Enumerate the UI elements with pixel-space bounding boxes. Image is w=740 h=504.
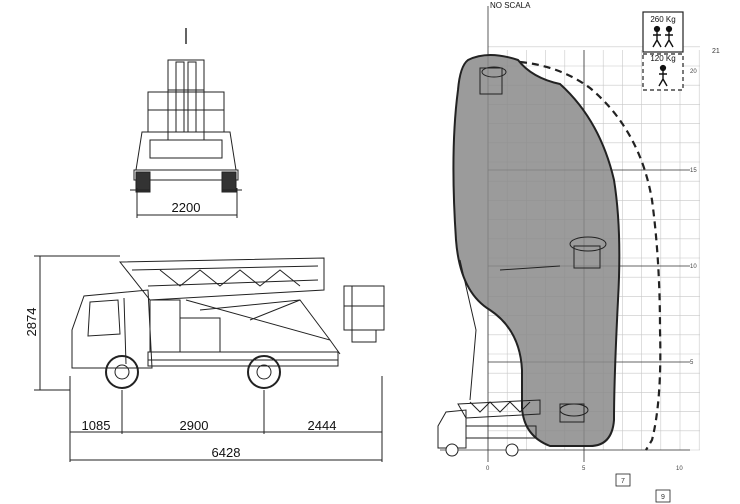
one-person-icon xyxy=(658,64,668,87)
wheelbase-label: 2900 xyxy=(180,418,209,433)
rear-overhang-label: 2444 xyxy=(308,418,337,433)
height-tick-10: 10 xyxy=(690,264,697,270)
load-two-persons-label: 260 Kg xyxy=(650,15,675,24)
front-width-label: 2200 xyxy=(172,200,201,215)
two-persons-icon xyxy=(652,25,674,48)
scale-note: NO SCALA xyxy=(490,1,531,10)
total-length-label: 6428 xyxy=(212,445,241,460)
height-label: 2874 xyxy=(24,308,39,337)
side-dimension-lines xyxy=(34,255,383,462)
height-tick-15: 15 xyxy=(690,168,697,174)
load-rating-box xyxy=(642,11,684,91)
height-tick-labels: 20 15 10 5 xyxy=(690,69,697,366)
front-view xyxy=(130,28,242,193)
side-view xyxy=(71,257,385,389)
front-overhang-label: 1085 xyxy=(82,418,111,433)
reach-bottom-box-label: 9 xyxy=(661,494,665,501)
extended-envelope-outline xyxy=(519,60,662,451)
height-tick-5: 5 xyxy=(690,360,694,366)
reach-tick-5: 5 xyxy=(582,466,586,472)
load-one-person-label: 120 Kg xyxy=(650,54,675,63)
height-tick-20: 20 xyxy=(690,69,697,75)
envelope-truck xyxy=(437,399,541,457)
envelope-baskets xyxy=(459,66,607,423)
front-width-dimension xyxy=(136,188,238,218)
reach-tick-10: 10 xyxy=(676,466,683,472)
working-envelope-area xyxy=(452,54,621,447)
reach-tick-labels: 0 5 10 xyxy=(486,466,683,472)
reach-tick-0: 0 xyxy=(486,466,490,472)
reach-max-box-label: 7 xyxy=(621,478,625,485)
height-max-label: 21 xyxy=(712,48,720,55)
